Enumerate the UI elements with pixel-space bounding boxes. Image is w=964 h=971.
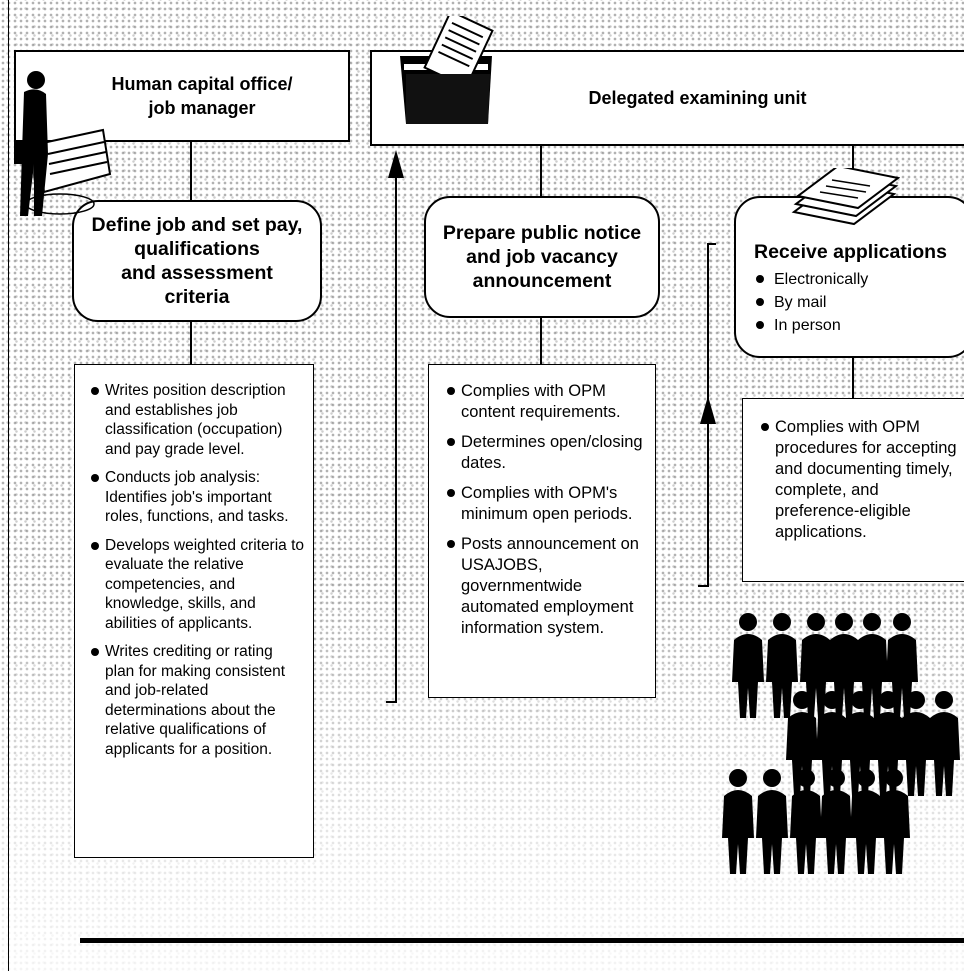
person-silhouette: [756, 769, 788, 874]
list-item: Complies with OPM content requirements.: [445, 381, 647, 423]
person-silhouette: [820, 769, 852, 874]
list-item: Complies with OPM's minimum open periods…: [445, 483, 647, 525]
list-item: Develops weighted criteria to evaluate t…: [89, 536, 305, 634]
connector-line: [540, 146, 542, 196]
define-job-details: Writes position description and establis…: [74, 364, 314, 858]
receive-methods-list: Electronically By mail In person: [754, 268, 868, 337]
prepare-notice-details: Complies with OPM content requirements. …: [428, 364, 656, 698]
connector-line: [852, 358, 854, 398]
up-arrow-icon: [386, 150, 404, 703]
businessman-with-building-icon: [14, 71, 112, 216]
list-item: Complies with OPM procedures for accepti…: [759, 417, 959, 543]
list-item: Writes crediting or rating plan for maki…: [89, 642, 305, 759]
define-job-step: Define job and set pay, qualifications a…: [72, 200, 322, 322]
list-item: Electronically: [754, 268, 868, 291]
human-capital-office-header: Human capital office/ job manager: [14, 50, 350, 142]
define-job-title: Define job and set pay, qualifications a…: [91, 214, 303, 308]
human-capital-office-label: Human capital office/ job manager: [111, 74, 293, 118]
list-item: Conducts job analysis: Identifies job's …: [89, 468, 305, 527]
delegated-examining-unit-label: Delegated examining unit: [588, 88, 807, 108]
prepare-notice-title: Prepare public notice and job vacancy an…: [442, 222, 642, 292]
person-silhouette: [900, 691, 932, 796]
left-border-line: [8, 0, 9, 971]
person-silhouette: [850, 769, 882, 874]
connector-line: [190, 142, 192, 200]
crowd-of-applicants-icon: [722, 613, 960, 874]
prepare-notice-step: Prepare public notice and job vacancy an…: [424, 196, 660, 318]
list-item: Determines open/closing dates.: [445, 432, 647, 474]
folder-with-document-icon: [400, 16, 494, 124]
list-item: Posts announcement on USAJOBS, governmen…: [445, 534, 647, 639]
list-item: By mail: [754, 291, 868, 314]
connector-line: [540, 318, 542, 364]
up-arrow-icon: [698, 243, 716, 587]
person-silhouette: [766, 613, 798, 718]
person-silhouette: [790, 769, 822, 874]
person-silhouette: [732, 613, 764, 718]
receive-applications-details: Complies with OPM procedures for accepti…: [742, 398, 964, 582]
connector-line: [190, 320, 192, 364]
bottom-rule-line: [80, 938, 964, 943]
person-silhouette: [878, 769, 910, 874]
list-item: Writes position description and establis…: [89, 381, 305, 459]
receive-applications-title: Receive applications: [754, 241, 947, 263]
list-item: In person: [754, 314, 868, 337]
stack-of-papers-icon: [791, 168, 900, 226]
person-silhouette: [928, 691, 960, 796]
person-silhouette: [722, 769, 754, 874]
